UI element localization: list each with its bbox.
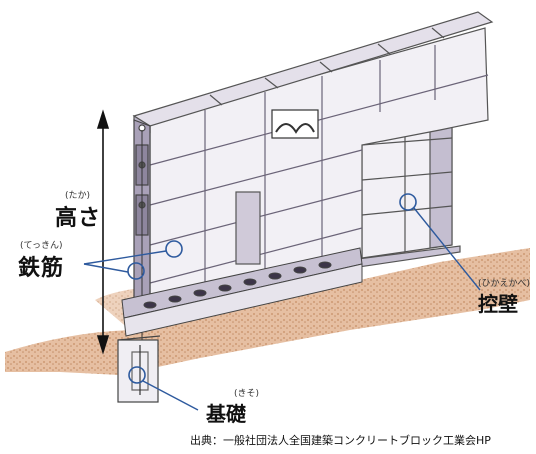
- source-credit: 出典：一般社団法人全国建築コンクリートブロック工業会HP: [190, 434, 491, 447]
- foundation-footing: [117, 335, 161, 403]
- foundation-label: 基礎: [206, 402, 246, 426]
- foundation-leader: [142, 380, 199, 411]
- height-dimension-arrow: [96, 109, 110, 355]
- rebar-leader-upper: [83, 250, 167, 265]
- buttress-label: 控壁: [478, 292, 518, 316]
- rebar-leader-lower: [83, 263, 129, 273]
- height-label-ruby: (たか): [65, 191, 91, 201]
- rebar-callout-circle-lower: [127, 262, 145, 280]
- rebar-callout-circle-upper: [165, 240, 183, 258]
- height-label: 高さ: [55, 206, 102, 231]
- foundation-callout-circle: [128, 366, 146, 384]
- rebar-label-ruby: (てっきん): [20, 241, 63, 251]
- buttress-leader: [413, 207, 481, 291]
- buttress-callout-circle: [399, 193, 417, 211]
- bottom-course-blocks: [121, 247, 363, 337]
- foundation-label-ruby: (きそ): [234, 389, 260, 399]
- buttress-label-ruby: (ひかえかべ): [478, 279, 531, 289]
- rebar-label: 鉄筋: [18, 256, 65, 281]
